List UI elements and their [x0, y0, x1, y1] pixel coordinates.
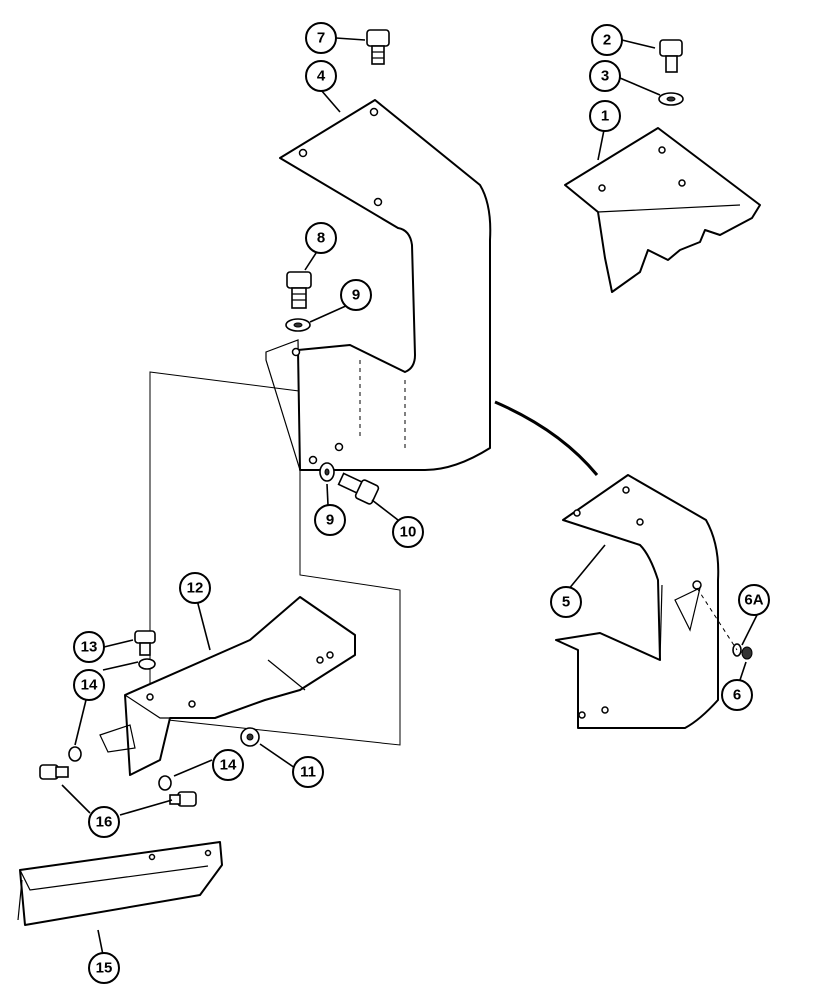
svg-text:8: 8 — [317, 230, 325, 247]
callout-3: 3 — [589, 60, 621, 92]
part-5-shield — [555, 474, 720, 729]
callout-16: 16 — [88, 806, 120, 838]
svg-text:14: 14 — [81, 677, 98, 694]
part-1-bracket — [564, 127, 761, 293]
nut-6-icon — [741, 646, 753, 660]
callout-9-lower: 9 — [314, 504, 346, 536]
svg-text:12: 12 — [187, 580, 204, 597]
callout-5: 5 — [550, 586, 582, 618]
callout-7: 7 — [305, 22, 337, 54]
bolt-8-icon — [286, 271, 312, 309]
assembly-connector-line — [494, 400, 599, 476]
svg-text:9: 9 — [326, 512, 334, 529]
callout-2: 2 — [591, 24, 623, 56]
svg-text:6A: 6A — [744, 592, 763, 609]
svg-text:9: 9 — [352, 287, 360, 304]
svg-text:13: 13 — [81, 639, 98, 656]
callout-12: 12 — [179, 572, 211, 604]
part-12-bracket — [99, 596, 356, 776]
bolt-10-icon — [337, 472, 380, 505]
svg-text:14: 14 — [220, 757, 237, 774]
part-4-shield — [265, 99, 492, 471]
bolt-16-right-icon — [169, 791, 197, 807]
svg-text:4: 4 — [317, 68, 326, 85]
bolt-16-left-icon — [39, 764, 69, 780]
washer-14-right-icon — [158, 775, 172, 791]
svg-text:16: 16 — [96, 814, 113, 831]
svg-text:5: 5 — [562, 594, 570, 611]
svg-text:7: 7 — [317, 30, 325, 47]
callout-14-left: 14 — [73, 669, 105, 701]
nut-11-icon — [240, 727, 260, 747]
bolt-7-icon — [366, 29, 390, 65]
callout-13: 13 — [73, 631, 105, 663]
svg-text:10: 10 — [400, 524, 417, 541]
callout-15: 15 — [88, 952, 120, 984]
callout-6a: 6A — [738, 584, 770, 616]
washer-3-icon — [658, 92, 684, 106]
svg-text:11: 11 — [300, 764, 316, 781]
callout-11: 11 — [292, 756, 324, 788]
callout-6: 6 — [721, 679, 753, 711]
bolt-13-icon — [134, 630, 156, 656]
bolt-2-icon — [659, 39, 683, 73]
part-15-cover — [17, 841, 223, 926]
washer-14-left-icon — [68, 746, 82, 762]
callout-1: 1 — [589, 100, 621, 132]
washer-14-top-icon — [138, 658, 156, 670]
callout-10: 10 — [392, 516, 424, 548]
callout-9-upper: 9 — [340, 279, 372, 311]
washer-9-lower-icon — [319, 462, 335, 482]
svg-text:6: 6 — [733, 687, 741, 704]
callout-14-right: 14 — [212, 749, 244, 781]
svg-text:1: 1 — [601, 108, 609, 125]
callout-4: 4 — [305, 60, 337, 92]
svg-text:3: 3 — [601, 68, 609, 85]
svg-text:15: 15 — [96, 960, 113, 977]
leader-lines — [61, 37, 758, 956]
callout-8: 8 — [305, 222, 337, 254]
washer-9-upper-icon — [285, 318, 311, 332]
svg-text:2: 2 — [603, 32, 611, 49]
